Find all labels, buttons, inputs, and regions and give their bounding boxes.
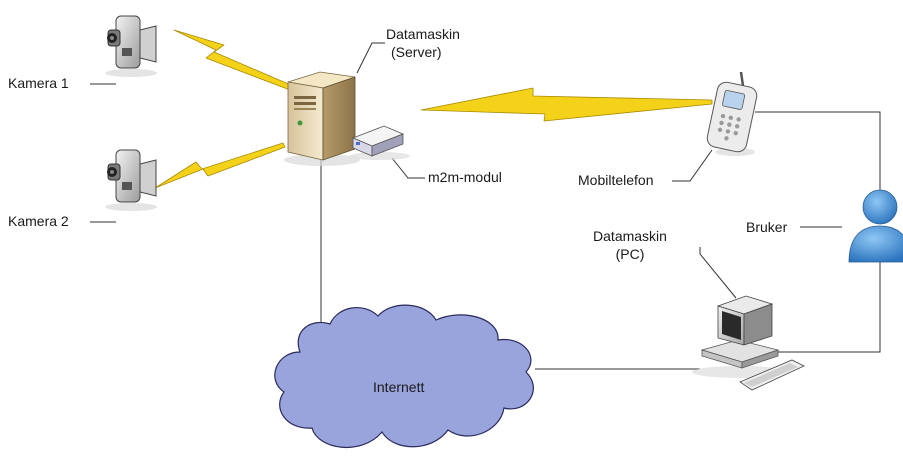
leader-mobile [672, 149, 713, 182]
lightning-server-mobile [420, 87, 713, 122]
wireless-links [154, 29, 713, 189]
mobile-phone-icon [706, 71, 758, 156]
mobile-label: Mobiltelefon [578, 172, 654, 188]
server-label-line2: (Server) [391, 44, 442, 60]
m2m-label: m2m-modul [428, 169, 502, 185]
server-tower-icon [284, 71, 360, 166]
lightning-camera1-server [173, 29, 294, 91]
pc-label-line1: Datamaskin [593, 228, 667, 244]
m2m-module-icon [350, 125, 410, 160]
user-label: Bruker [746, 219, 788, 235]
leader-m2m [391, 157, 425, 179]
server-label-line1: Datamaskin [386, 26, 460, 42]
leader-server [356, 42, 385, 74]
internet-label: Internett [373, 379, 425, 395]
camera1-label: Kamera 1 [8, 75, 69, 91]
desktop-computer-icon [692, 295, 805, 391]
pc-label-line2: (PC) [615, 246, 645, 262]
camera2-label: Kamera 2 [8, 213, 69, 229]
internet-cloud-icon [274, 304, 534, 448]
user-person-icon [848, 189, 903, 263]
video-camera-icon-1 [105, 15, 157, 77]
connection-lines [90, 42, 881, 370]
video-camera-icon-2 [105, 149, 157, 211]
line-user-pc [778, 262, 881, 353]
line-mobile-user [755, 111, 881, 190]
leader-pc [699, 247, 737, 299]
lightning-camera2-server [154, 142, 286, 189]
